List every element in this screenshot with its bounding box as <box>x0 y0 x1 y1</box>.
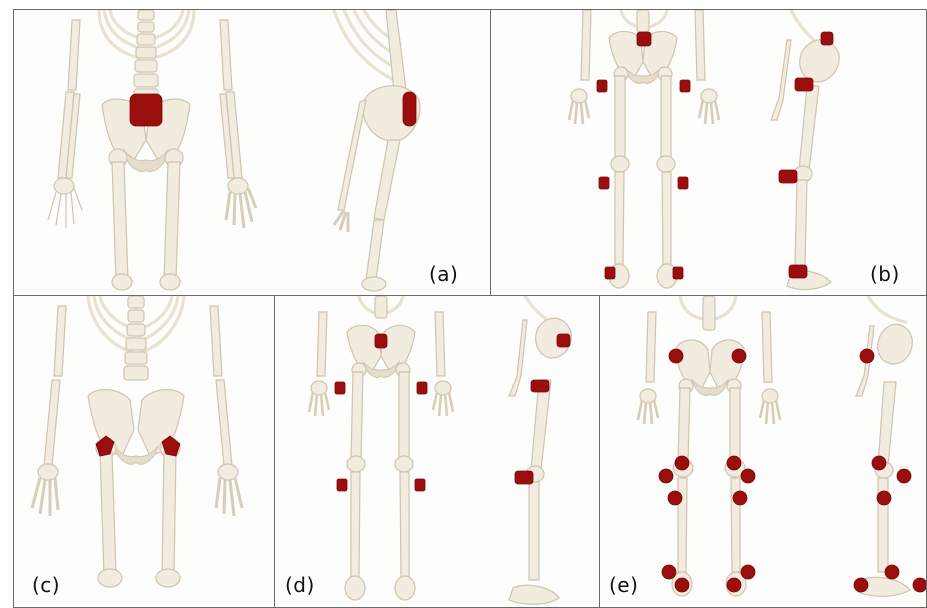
marker-e-left-hip <box>669 349 683 363</box>
marker-e-side-knee-back <box>897 469 911 483</box>
panel-label-a: (a) <box>429 262 458 286</box>
marker-e-side-pelvis <box>860 349 874 363</box>
side-skeleton <box>856 296 912 596</box>
panel-b-illustration <box>491 10 927 296</box>
marker-b-side-hip <box>795 78 813 91</box>
marker-e-right-hip <box>732 349 746 363</box>
panel-label-d: (d) <box>285 573 315 597</box>
marker-d-sacrum <box>375 334 387 348</box>
marker-e-side-tibia <box>877 491 891 505</box>
marker-side-pelvis <box>403 92 416 126</box>
left-arm <box>48 20 82 228</box>
marker-b-left-knee <box>599 177 609 189</box>
marker-b-sacrum <box>637 32 651 46</box>
panel-c-illustration <box>14 296 275 608</box>
panel-a: (a) <box>13 9 491 296</box>
panel-d-illustration <box>275 296 600 608</box>
marker-e-side-toe <box>913 578 927 592</box>
marker-e-right-knee-top <box>727 456 741 470</box>
marker-e-left-ankle <box>662 565 676 579</box>
marker-d-left-hip <box>335 382 345 394</box>
marker-b-right-hip <box>680 80 690 92</box>
spine <box>124 296 148 380</box>
marker-e-right-heel <box>727 578 741 592</box>
marker-b-side-ankle <box>789 265 807 278</box>
panel-b: (b) <box>490 9 927 296</box>
panel-e: (e) <box>599 295 927 608</box>
marker-b-right-ankle <box>673 267 683 279</box>
marker-d-side-pelvis <box>557 334 570 347</box>
marker-e-left-knee-top <box>675 456 689 470</box>
marker-e-right-tibia <box>733 491 747 505</box>
marker-e-left-tibia <box>668 491 682 505</box>
panel-a-illustration <box>14 10 491 296</box>
side-view-skeleton <box>334 10 420 291</box>
front-skeleton <box>569 10 719 288</box>
marker-d-side-hip <box>531 380 549 392</box>
panel-c: (c) <box>13 295 275 608</box>
panel-label-e: (e) <box>609 573 638 597</box>
panel-label-b: (b) <box>870 262 900 286</box>
marker-e-side-knee-front <box>872 456 886 470</box>
marker-e-left-heel <box>675 578 689 592</box>
marker-b-side-knee <box>779 170 797 183</box>
marker-d-right-hip <box>417 382 427 394</box>
marker-b-left-ankle <box>605 267 615 279</box>
panel-d: (d) <box>274 295 600 608</box>
right-arm <box>220 20 256 228</box>
marker-b-right-knee <box>678 177 688 189</box>
panel-label-c: (c) <box>32 573 60 597</box>
marker-e-side-ankle <box>885 565 899 579</box>
marker-e-side-heel <box>854 578 868 592</box>
marker-d-right-knee <box>415 479 425 491</box>
marker-sacrum <box>130 94 162 126</box>
side-skeleton <box>771 10 839 289</box>
panel-e-illustration <box>600 296 927 608</box>
marker-e-right-ankle <box>741 565 755 579</box>
marker-e-right-knee-outer <box>741 469 755 483</box>
marker-b-left-hip <box>597 80 607 92</box>
marker-e-left-knee-outer <box>659 469 673 483</box>
front-skeleton <box>638 296 780 596</box>
marker-d-side-knee <box>515 471 533 484</box>
marker-b-side-pelvis <box>821 32 833 45</box>
spine <box>134 10 158 101</box>
marker-d-left-knee <box>337 479 347 491</box>
